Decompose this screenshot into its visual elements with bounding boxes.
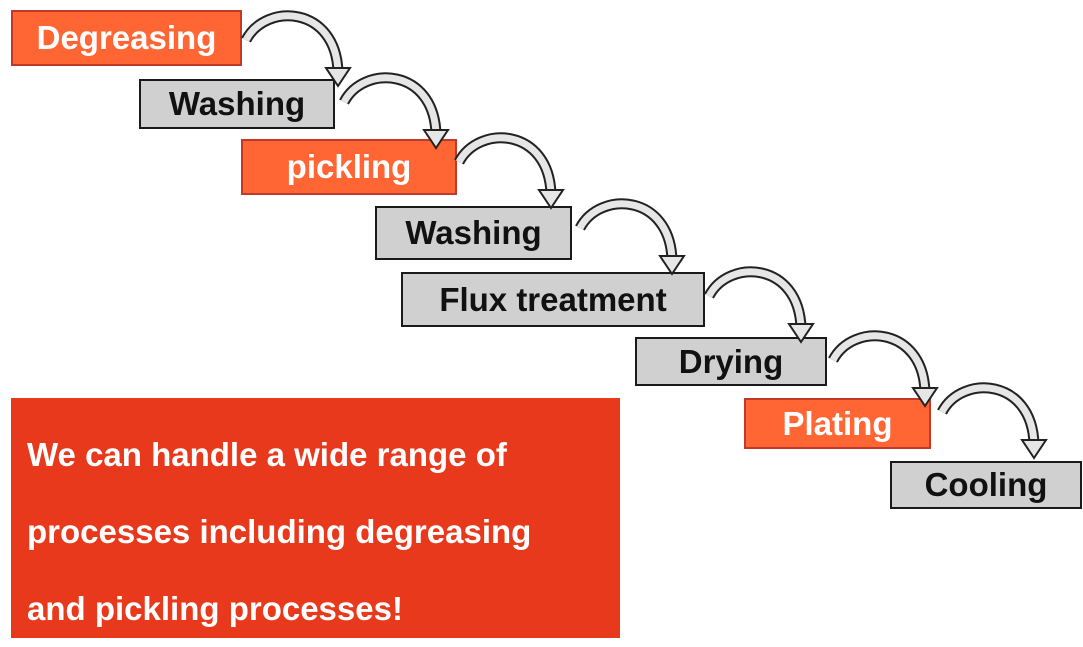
step-label: Degreasing: [36, 19, 217, 56]
step-label: Plating: [782, 404, 893, 442]
curved-arrow-icon: [937, 382, 1048, 460]
curved-arrow-icon: [241, 10, 352, 88]
notice-text-line: and pickling processes!: [27, 590, 403, 627]
step-washing-1: Washing: [139, 79, 335, 129]
step-cooling: Cooling: [890, 461, 1082, 509]
step-label: pickling: [286, 148, 412, 185]
step-label: Cooling: [924, 466, 1048, 503]
step-drying: Drying: [635, 337, 827, 386]
step-plating: Plating: [744, 398, 931, 449]
step-pickling: pickling: [241, 139, 457, 195]
step-label: Washing: [168, 85, 306, 122]
step-flux-treatment: Flux treatment: [401, 272, 705, 327]
notice-text-line: processes including degreasing: [27, 513, 532, 550]
step-washing-2: Washing: [375, 206, 572, 260]
capability-notice-box: We can handle a wide range of processes …: [11, 398, 620, 638]
notice-text-line: We can handle a wide range of: [27, 436, 507, 473]
step-label: Flux treatment: [439, 280, 667, 318]
step-label: Drying: [678, 342, 784, 380]
curved-arrow-icon: [828, 330, 939, 408]
curved-arrow-icon: [339, 72, 450, 150]
step-degreasing: Degreasing: [11, 10, 242, 66]
curved-arrow-icon: [704, 266, 815, 344]
step-label: Washing: [405, 214, 542, 251]
curved-arrow-icon: [575, 198, 686, 276]
curved-arrow-icon: [454, 132, 565, 210]
